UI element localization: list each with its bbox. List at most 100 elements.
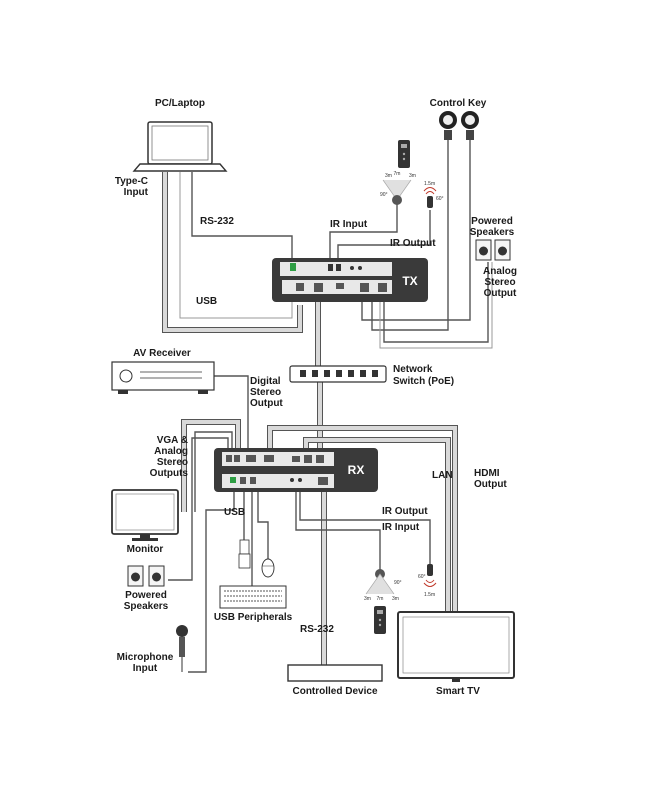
ir-emitter-bottom-angle: 60°: [418, 574, 426, 580]
type-c-label-line2: Input: [124, 187, 149, 198]
rx-unit: [214, 448, 378, 492]
ir-top-range-right: 3m: [409, 173, 416, 179]
powered-speakers-top-line1: Powered: [471, 216, 513, 227]
type-c-cable: [162, 172, 303, 333]
ir-input-top-label: IR Input: [330, 219, 368, 230]
digital-audio-cable: [214, 375, 249, 452]
vga-cable-inner: [182, 420, 240, 512]
network-switch-line2: Switch (PoE): [393, 376, 454, 387]
ir-emitter-top: [423, 187, 437, 208]
rs232-terminal-tx: [290, 263, 296, 271]
microphone-cable: [188, 490, 235, 673]
lan-label: LAN: [432, 470, 453, 481]
hdmi-output-line2: Output: [474, 479, 507, 490]
av-receiver: [111, 361, 215, 394]
rs232-cable-top: [191, 172, 293, 262]
analog-audio-cable-top-2: [379, 262, 493, 349]
usb-mouse-cable: [257, 490, 269, 562]
speaker-bottom-left: [127, 565, 144, 587]
control-key-1: [439, 111, 457, 140]
speaker-top-left: [475, 239, 492, 261]
ir-top-range-center: 7m: [394, 171, 401, 177]
control-key-2: [461, 111, 479, 140]
usb-top-label: USB: [196, 296, 217, 307]
pc-laptop-label: PC/Laptop: [155, 98, 205, 109]
tx-label: TX: [402, 274, 417, 288]
microphone: [176, 625, 188, 672]
smart-tv: [397, 611, 515, 682]
rs232-bottom-label: RS-232: [300, 624, 334, 635]
usb-cable-top: [179, 172, 293, 319]
ir-input-bottom-label: IR Input: [382, 522, 420, 533]
monitor: [111, 489, 179, 541]
mouse: [261, 558, 275, 578]
smart-tv-label: Smart TV: [436, 686, 480, 697]
speaker-bottom-right: [148, 565, 165, 587]
powered-speakers-top-line2: Speakers: [470, 227, 515, 238]
speaker-audio-cable-bottom: [168, 437, 229, 581]
microphone-label-line2: Input: [133, 663, 158, 674]
network-switch: [289, 365, 387, 383]
av-receiver-label: AV Receiver: [133, 348, 191, 359]
ir-output-cable-top: [337, 210, 431, 262]
cables: [162, 140, 493, 673]
audio-terminal-rx: [230, 477, 236, 483]
ir-output-top-label: IR Output: [390, 238, 436, 249]
tx-unit: [272, 258, 428, 302]
vga-audio-line4: Outputs: [150, 468, 189, 479]
ir-input-cable-bottom: [295, 490, 381, 572]
usb-peripherals-label: USB Peripherals: [214, 612, 293, 623]
vga-audio-line3: Stereo: [157, 457, 188, 468]
hdmi-cable-inner: [268, 426, 457, 612]
ir-remote-top: [398, 140, 410, 168]
ir-bottom-range-left: 3m: [364, 596, 371, 602]
ir-emitter-top-distance: 1.5m: [424, 181, 435, 187]
usb-bottom-label: USB: [224, 507, 245, 518]
control-key-label: Control Key: [430, 98, 487, 109]
hdmi-output-line1: HDMI: [474, 468, 500, 479]
analog-output-top-line1: Analog: [483, 266, 517, 277]
usb-flash-drive: [238, 539, 251, 569]
control-key-cable-1: [371, 140, 449, 331]
ir-receiver-cone-bottom: [365, 569, 395, 595]
type-c-cable-inner: [163, 172, 302, 332]
vga-audio-line1: VGA &: [157, 435, 188, 446]
ir-remote-bottom: [374, 606, 386, 634]
speaker-top-right: [494, 239, 511, 261]
rs232-top-label: RS-232: [200, 216, 234, 227]
control-key-cable-2: [361, 140, 471, 321]
ir-top-range-left: 3m: [385, 173, 392, 179]
type-c-label-line1: Type-C: [115, 176, 148, 187]
ir-top-angle: 90°: [380, 192, 388, 198]
laptop: [132, 121, 228, 172]
digital-output-line1: Digital: [250, 376, 281, 387]
digital-output-line2: Stereo: [250, 387, 281, 398]
powered-speakers-bottom-line2: Speakers: [124, 601, 169, 612]
ir-bottom-range-center: 7m: [377, 596, 384, 602]
ir-output-bottom-label: IR Output: [382, 506, 428, 517]
controlled-device: [287, 664, 383, 682]
monitor-label: Monitor: [127, 544, 164, 555]
ir-bottom-angle: 90°: [394, 580, 402, 586]
analog-output-top-line2: Stereo: [484, 277, 515, 288]
ir-output-cable-bottom: [299, 490, 431, 572]
digital-output-line3: Output: [250, 398, 283, 409]
vga-audio-line2: Analog: [154, 446, 188, 457]
powered-speakers-bottom-line1: Powered: [125, 590, 167, 601]
ir-emitter-bottom-distance: 1.5m: [424, 592, 435, 598]
controlled-device-label: Controlled Device: [292, 686, 377, 697]
network-switch-line1: Network: [393, 364, 433, 375]
rx-label: RX: [348, 463, 365, 477]
ir-receiver-cone-top: [382, 179, 412, 205]
ir-emitter-top-angle: 60°: [436, 196, 444, 202]
lan-tv-cable-inner: [304, 438, 450, 612]
ir-bottom-range-right: 3m: [392, 596, 399, 602]
microphone-label-line1: Microphone: [117, 652, 174, 663]
ir-emitter-bottom: [423, 564, 437, 587]
keyboard: [219, 585, 287, 609]
analog-audio-cable-top: [383, 262, 489, 343]
ir-input-cable-top: [329, 200, 398, 262]
monitor-audio-cable: [194, 431, 233, 512]
analog-output-top-line3: Output: [484, 288, 517, 299]
